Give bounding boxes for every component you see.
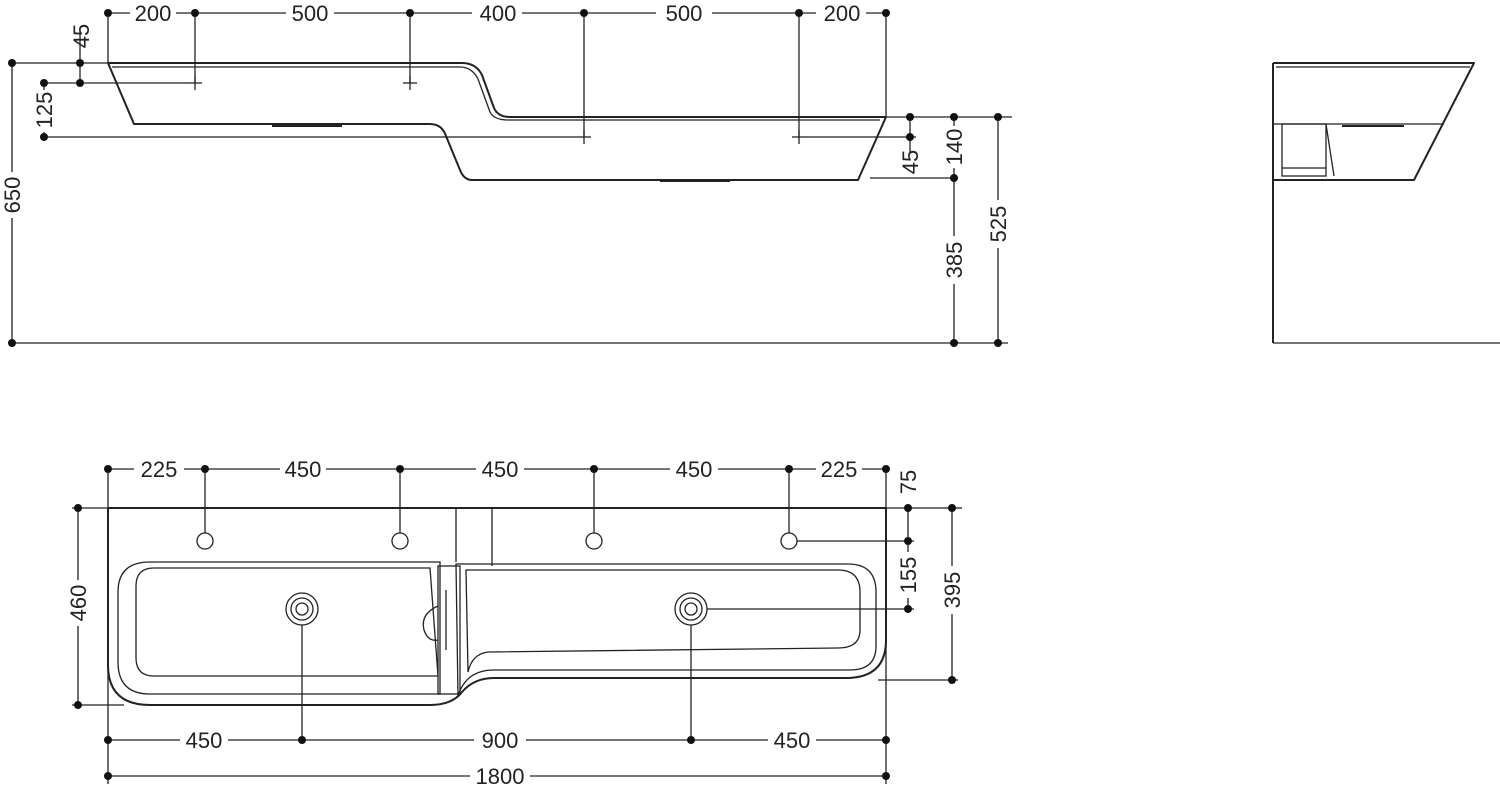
overflow-icon: [422, 605, 439, 641]
dim-front-right-385: 385: [942, 242, 967, 279]
dim-plan-top-3: 450: [482, 457, 519, 482]
dim-front-right-140: 140: [942, 129, 967, 166]
plan-bowl-rim: [117, 561, 441, 695]
plan-bottom-dimension-chain: 450 900 450 1800: [104, 625, 890, 789]
dim-front-left-45: 45: [69, 24, 94, 48]
tap-hole-markers: [188, 76, 806, 144]
dim-front-top-4: 500: [666, 1, 703, 26]
plan-bowl-left: [135, 567, 439, 677]
front-rim-line: [112, 66, 880, 121]
plan-divider: [437, 565, 461, 695]
dim-front-top-3: 400: [480, 1, 517, 26]
plan-top-dimension-chain: 225 450 450 450 225 75: [104, 457, 921, 533]
dim-plan-bottom-2: 900: [482, 728, 519, 753]
dim-front-top-1: 200: [135, 1, 172, 26]
front-basin-outline: [107, 62, 887, 181]
front-right-dimensions: 45 140 385 525: [806, 113, 1012, 347]
plan-view: 225 450 450 450 225 75 460: [66, 457, 965, 789]
dim-plan-top-5: 225: [821, 457, 858, 482]
dim-plan-left-460: 460: [66, 585, 91, 622]
plan-left-dimension: 460: [66, 504, 124, 709]
dim-plan-overall: 1800: [476, 764, 525, 789]
dim-plan-top-4: 450: [676, 457, 713, 482]
dim-plan-top-75: 75: [896, 470, 921, 494]
dim-plan-top-1: 225: [141, 457, 178, 482]
dim-plan-bottom-3: 450: [774, 728, 811, 753]
dim-front-top-5: 200: [824, 1, 861, 26]
dim-plan-right-395: 395: [940, 572, 965, 609]
dim-front-left-125: 125: [32, 92, 57, 129]
front-view: 200 500 400 500 200 45 125 650: [0, 1, 1012, 347]
plan-bowl-right: [465, 569, 861, 673]
dim-plan-bottom-1: 450: [186, 728, 223, 753]
front-top-dimension-chain: 200 500 400 500 200: [104, 1, 890, 137]
dim-plan-top-2: 450: [285, 457, 322, 482]
plan-basin-outline: [107, 507, 887, 706]
dim-front-top-2: 500: [292, 1, 329, 26]
side-basin-outline: [1273, 62, 1475, 181]
plan-right-dimensions: 155 395: [707, 504, 965, 684]
dim-plan-right-155: 155: [896, 557, 921, 594]
dim-front-right-45: 45: [898, 150, 923, 174]
dim-front-left-650: 650: [0, 177, 25, 214]
front-left-dimensions: 45 125 650: [0, 24, 577, 347]
side-view: [1272, 62, 1500, 344]
tap-holes: [196, 532, 798, 550]
plan-bowl-right-rim: [455, 563, 877, 697]
dim-front-right-525: 525: [986, 206, 1011, 243]
drains: [285, 592, 708, 626]
